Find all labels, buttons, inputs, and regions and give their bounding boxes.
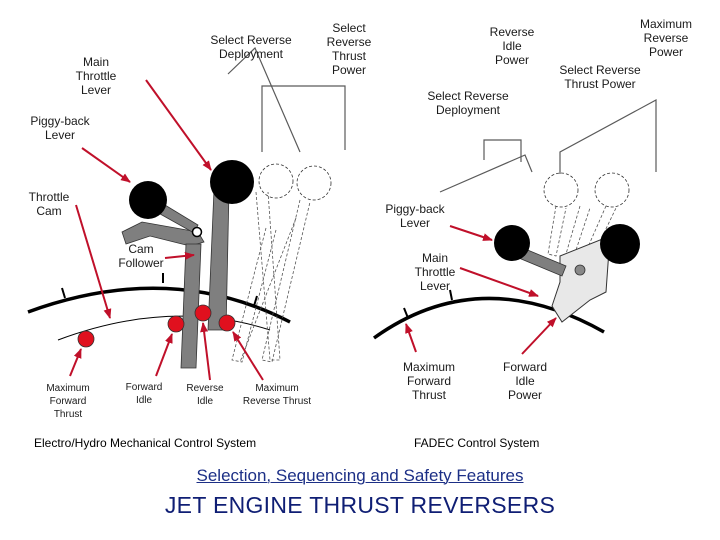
right-arc-tick — [449, 289, 453, 301]
right-bracket-reverse-idle-power — [483, 139, 522, 162]
arrow-to-piggy-back-lever — [81, 147, 131, 183]
detent-reverse-idle — [194, 304, 212, 322]
left-arc-tick — [61, 287, 66, 299]
arrow-to-max-reverse-detent — [232, 331, 264, 381]
arrow-to-reverse-idle-detent — [200, 322, 211, 381]
right-ghost-lever — [547, 205, 567, 257]
label-forward-idle-power: Forward Idle Power — [502, 360, 547, 402]
left-bracket-thrust-power — [261, 85, 346, 152]
arrow-to-max-forward-detent — [69, 348, 82, 377]
label-cam-follower: Cam Follower — [118, 242, 164, 270]
label-maximum-forward-thrust: Maximum Forward Thrust — [46, 383, 90, 420]
label-maximum-reverse-thrust: Maximum Reverse Thrust — [242, 383, 312, 407]
label-piggy-back-lever-left: Piggy-back Lever — [30, 114, 90, 142]
left-ghost-lever — [239, 217, 297, 363]
main-throttle-lever-knob — [210, 160, 254, 204]
left-ghost-lever — [255, 191, 281, 361]
diagram-title: JET ENGINE THRUST REVERSERS — [164, 492, 556, 518]
left-ghost-lever — [261, 199, 311, 363]
detent-forward-idle — [167, 315, 185, 333]
label-piggy-back-lever-right: Piggy-back Lever — [385, 202, 445, 230]
left-ghost-lever — [231, 227, 277, 363]
right-ghost-knob — [543, 172, 579, 208]
label-maximum-forward-thrust-right: Maximum Forward Thrust — [402, 360, 455, 402]
label-select-reverse-deployment-right: Select Reverse Deployment — [427, 89, 509, 117]
right-ghost-knob — [594, 172, 630, 208]
right-arc-tick — [403, 307, 409, 319]
cam-follower-rod — [180, 243, 202, 369]
left-bracket-deployment — [227, 46, 301, 153]
label-left-system-name: Electro/Hydro Mechanical Control System — [34, 436, 257, 450]
arrow-to-main-throttle-lever — [145, 79, 212, 171]
arrow-to-cam-follower — [164, 251, 195, 260]
label-forward-idle: Forward Idle — [125, 382, 163, 406]
left-ghost-knob — [258, 163, 294, 199]
diagram-subtitle: Selection, Sequencing and Safety Feature… — [0, 466, 720, 486]
label-right-system-name: FADEC Control System — [414, 436, 540, 450]
detent-maximum-forward-thrust — [77, 330, 95, 348]
arrow-to-fadec-max-forward — [405, 323, 417, 353]
arrow-to-throttle-cam — [75, 204, 112, 319]
label-select-reverse-deployment-left: Select Reverse Deployment — [210, 33, 292, 61]
right-ghost-lever — [565, 205, 591, 257]
detent-maximum-reverse-thrust — [218, 314, 236, 332]
cam-follower-pivot — [191, 226, 203, 238]
diagram-subtitle-text: Selection, Sequencing and Safety Feature… — [196, 466, 524, 485]
label-reverse-idle: Reverse Idle — [186, 383, 224, 407]
arrow-to-fadec-piggy-back-lever — [449, 225, 493, 241]
main-throttle-lever-body — [207, 189, 230, 331]
left-ghost-knob — [296, 165, 332, 201]
label-reverse-idle-power: Reverse Idle Power — [489, 25, 535, 67]
fadec-main-throttle-knob — [600, 224, 640, 264]
arrow-to-fadec-main-throttle-lever — [459, 267, 539, 297]
piggy-back-lever-knob — [129, 181, 167, 219]
right-bracket-select-reverse-deployment — [439, 154, 533, 193]
fadec-piggy-back-knob — [494, 225, 530, 261]
label-main-throttle-lever-left: Main Throttle Lever — [75, 55, 117, 97]
right-bracket-select-reverse-thrust-power — [559, 98, 657, 174]
fadec-lever-pivot — [574, 264, 586, 276]
left-arc-tick — [253, 295, 258, 307]
arrow-to-forward-idle-detent — [155, 333, 173, 377]
label-select-reverse-thrust-power-left: Select Reverse Thrust Power — [326, 21, 372, 77]
label-maximum-reverse-power: Maximum Reverse Power — [639, 17, 692, 59]
label-main-throttle-lever-right: Main Throttle Lever — [414, 251, 456, 293]
arrow-to-fadec-forward-idle — [521, 317, 557, 355]
right-quadrant-arc — [372, 296, 605, 340]
left-quadrant-arc-outer — [27, 286, 291, 324]
label-throttle-cam: Throttle Cam — [28, 190, 70, 218]
label-select-reverse-thrust-power-right: Select Reverse Thrust Power — [559, 63, 641, 91]
